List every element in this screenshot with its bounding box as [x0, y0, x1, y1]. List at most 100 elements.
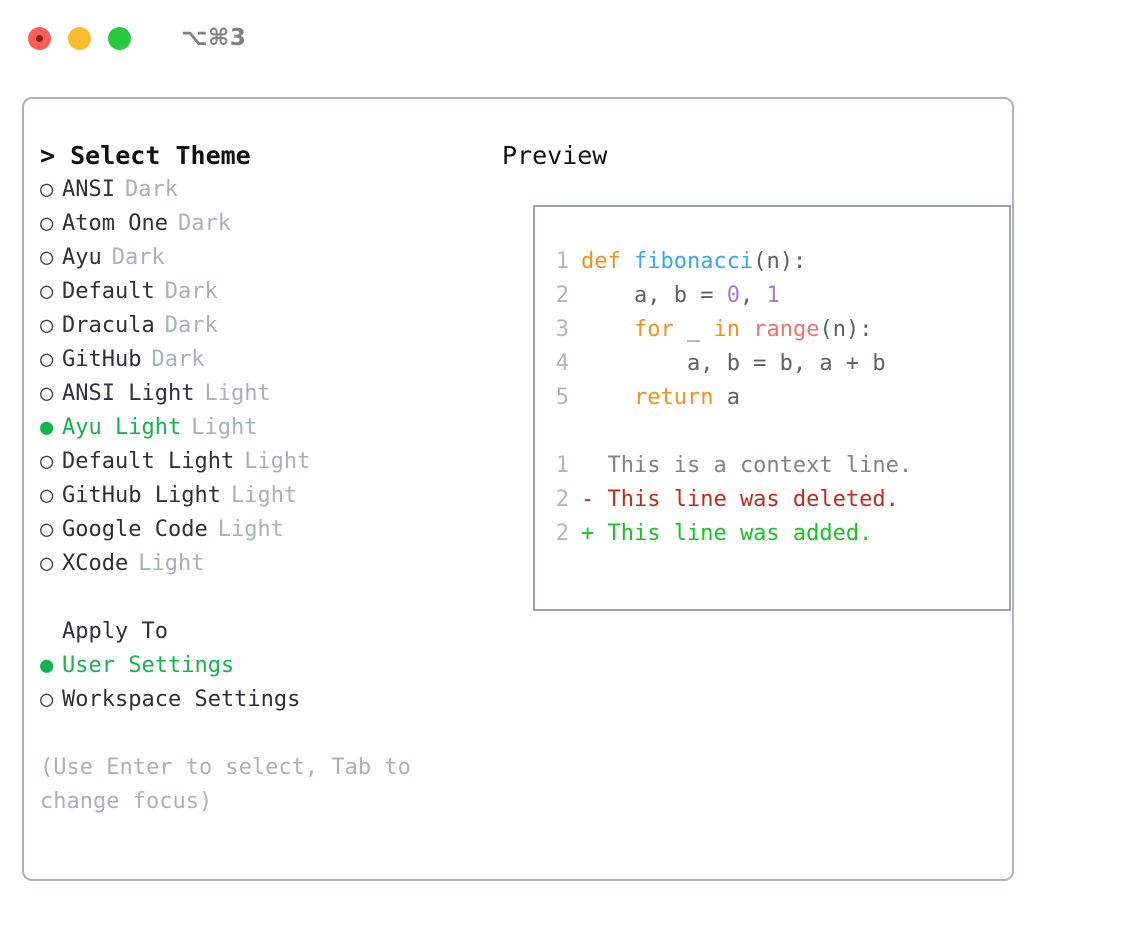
theme-kind-badge: Light [217, 517, 284, 542]
theme-option-label: Default Light [62, 449, 235, 474]
traffic-lights [28, 26, 131, 50]
line-number: 4 [555, 351, 569, 376]
radio-selected-icon[interactable]: ● [40, 415, 54, 440]
theme-option-label: Dracula [62, 313, 155, 338]
theme-option-xcode[interactable]: ○ XCode Light [40, 547, 470, 581]
diff-line-text: This is a context line. [581, 453, 913, 478]
theme-kind-badge: Light [244, 449, 311, 474]
line-number: 5 [555, 385, 569, 410]
code-token: (n): [819, 317, 873, 342]
theme-kind-badge: Dark [177, 211, 231, 236]
radio-unselected-icon[interactable]: ○ [40, 245, 54, 270]
radio-unselected-icon[interactable]: ○ [40, 381, 54, 406]
code-token: 0 [726, 283, 740, 308]
keyboard-hint-text: (Use Enter to select, Tab to change focu… [40, 755, 411, 814]
keyboard-shortcut-label: ⌥⌘3 [181, 25, 247, 51]
code-token: , [739, 283, 767, 308]
code-token [581, 317, 634, 342]
theme-option-label: Default [62, 279, 155, 304]
theme-option-ayu-light[interactable]: ● Ayu Light Light [40, 411, 470, 445]
close-window-button[interactable] [28, 26, 51, 50]
diff-line: 2- This line was deleted. [549, 483, 1009, 517]
theme-option-label: GitHub [62, 347, 142, 372]
code-token: for [633, 317, 674, 342]
line-number: 2 [555, 283, 569, 308]
radio-selected-icon[interactable]: ● [40, 653, 54, 678]
zoom-window-button[interactable] [108, 26, 131, 50]
radio-unselected-icon[interactable]: ○ [40, 551, 54, 576]
code-line: 4 a, b = b, a + b [549, 347, 1009, 381]
line-number: 1 [555, 249, 569, 274]
code-token: _ [673, 317, 714, 342]
apply-to-option-user-settings[interactable]: ● User Settings [40, 649, 470, 683]
line-number: 2 [555, 521, 569, 546]
theme-option-google-code[interactable]: ○ Google Code Light [40, 513, 470, 547]
theme-kind-badge: Dark [164, 313, 218, 338]
code-token: range [753, 317, 820, 342]
code-token: a, b = [581, 283, 727, 308]
code-token: a [713, 385, 740, 410]
theme-option-github-light[interactable]: ○ GitHub Light Light [40, 479, 470, 513]
code-token: in [713, 317, 740, 342]
code-token [740, 317, 753, 342]
radio-unselected-icon[interactable]: ○ [40, 313, 54, 338]
code-token [581, 385, 634, 410]
line-number: 3 [555, 317, 569, 342]
code-token: a, b = b, a + b [581, 351, 886, 376]
diff-line-text: + This line was added. [581, 521, 873, 546]
code-line: 5 return a [549, 381, 1009, 415]
theme-option-label: Ayu Light [62, 415, 182, 440]
theme-option-label: XCode [62, 551, 129, 576]
theme-option-github[interactable]: ○ GitHub Dark [40, 343, 470, 377]
theme-kind-badge: Light [138, 551, 205, 576]
theme-kind-badge: Dark [164, 279, 218, 304]
minimize-window-button[interactable] [68, 26, 91, 50]
apply-to-heading: Apply To [62, 619, 168, 644]
diff-line: 2 + This line was added. [549, 517, 1009, 551]
theme-option-default[interactable]: ○ Default Dark [40, 275, 470, 309]
radio-unselected-icon[interactable]: ○ [40, 687, 54, 712]
code-token: (n): [753, 249, 807, 274]
radio-unselected-icon[interactable]: ○ [40, 449, 54, 474]
select-theme-heading: > Select Theme [40, 141, 251, 170]
theme-kind-badge: Light [204, 381, 271, 406]
radio-unselected-icon[interactable]: ○ [40, 347, 54, 372]
apply-to-option-label: User Settings [62, 653, 235, 678]
code-line: 2 a, b = 0, 1 [549, 279, 1009, 313]
diff-line-text: - This line was deleted. [581, 487, 899, 512]
code-token: fibonacci [633, 249, 754, 274]
theme-option-label: Google Code [62, 517, 208, 542]
code-line: 1 def fibonacci(n): [549, 245, 1009, 279]
theme-option-dracula[interactable]: ○ Dracula Dark [40, 309, 470, 343]
code-token: 1 [766, 283, 780, 308]
code-token: def [581, 249, 634, 274]
diff-line: 1 This is a context line. [549, 449, 1009, 483]
theme-option-label: GitHub Light [62, 483, 221, 508]
theme-kind-badge: Dark [151, 347, 205, 372]
theme-option-default-light[interactable]: ○ Default Light Light [40, 445, 470, 479]
hint-spacer [40, 717, 470, 751]
theme-kind-badge: Light [230, 483, 298, 508]
radio-unselected-icon[interactable]: ○ [40, 517, 54, 542]
apply-to-option-workspace-settings[interactable]: ○ Workspace Settings [40, 683, 470, 717]
theme-kind-badge: Dark [124, 177, 178, 202]
radio-unselected-icon[interactable]: ○ [40, 483, 54, 508]
radio-unselected-icon[interactable]: ○ [40, 279, 54, 304]
preview-heading: Preview [502, 141, 608, 170]
window-titlebar: ⌥⌘3 [0, 0, 1140, 76]
code-token: return [633, 385, 714, 410]
radio-unselected-icon[interactable]: ○ [40, 177, 54, 202]
code-line: 3 for _ in range(n): [549, 313, 1009, 347]
apply-to-option-label: Workspace Settings [62, 687, 301, 712]
theme-kind-badge: Light [191, 415, 258, 440]
radio-unselected-icon[interactable]: ○ [40, 211, 54, 236]
theme-option-label: Ayu [62, 245, 102, 270]
